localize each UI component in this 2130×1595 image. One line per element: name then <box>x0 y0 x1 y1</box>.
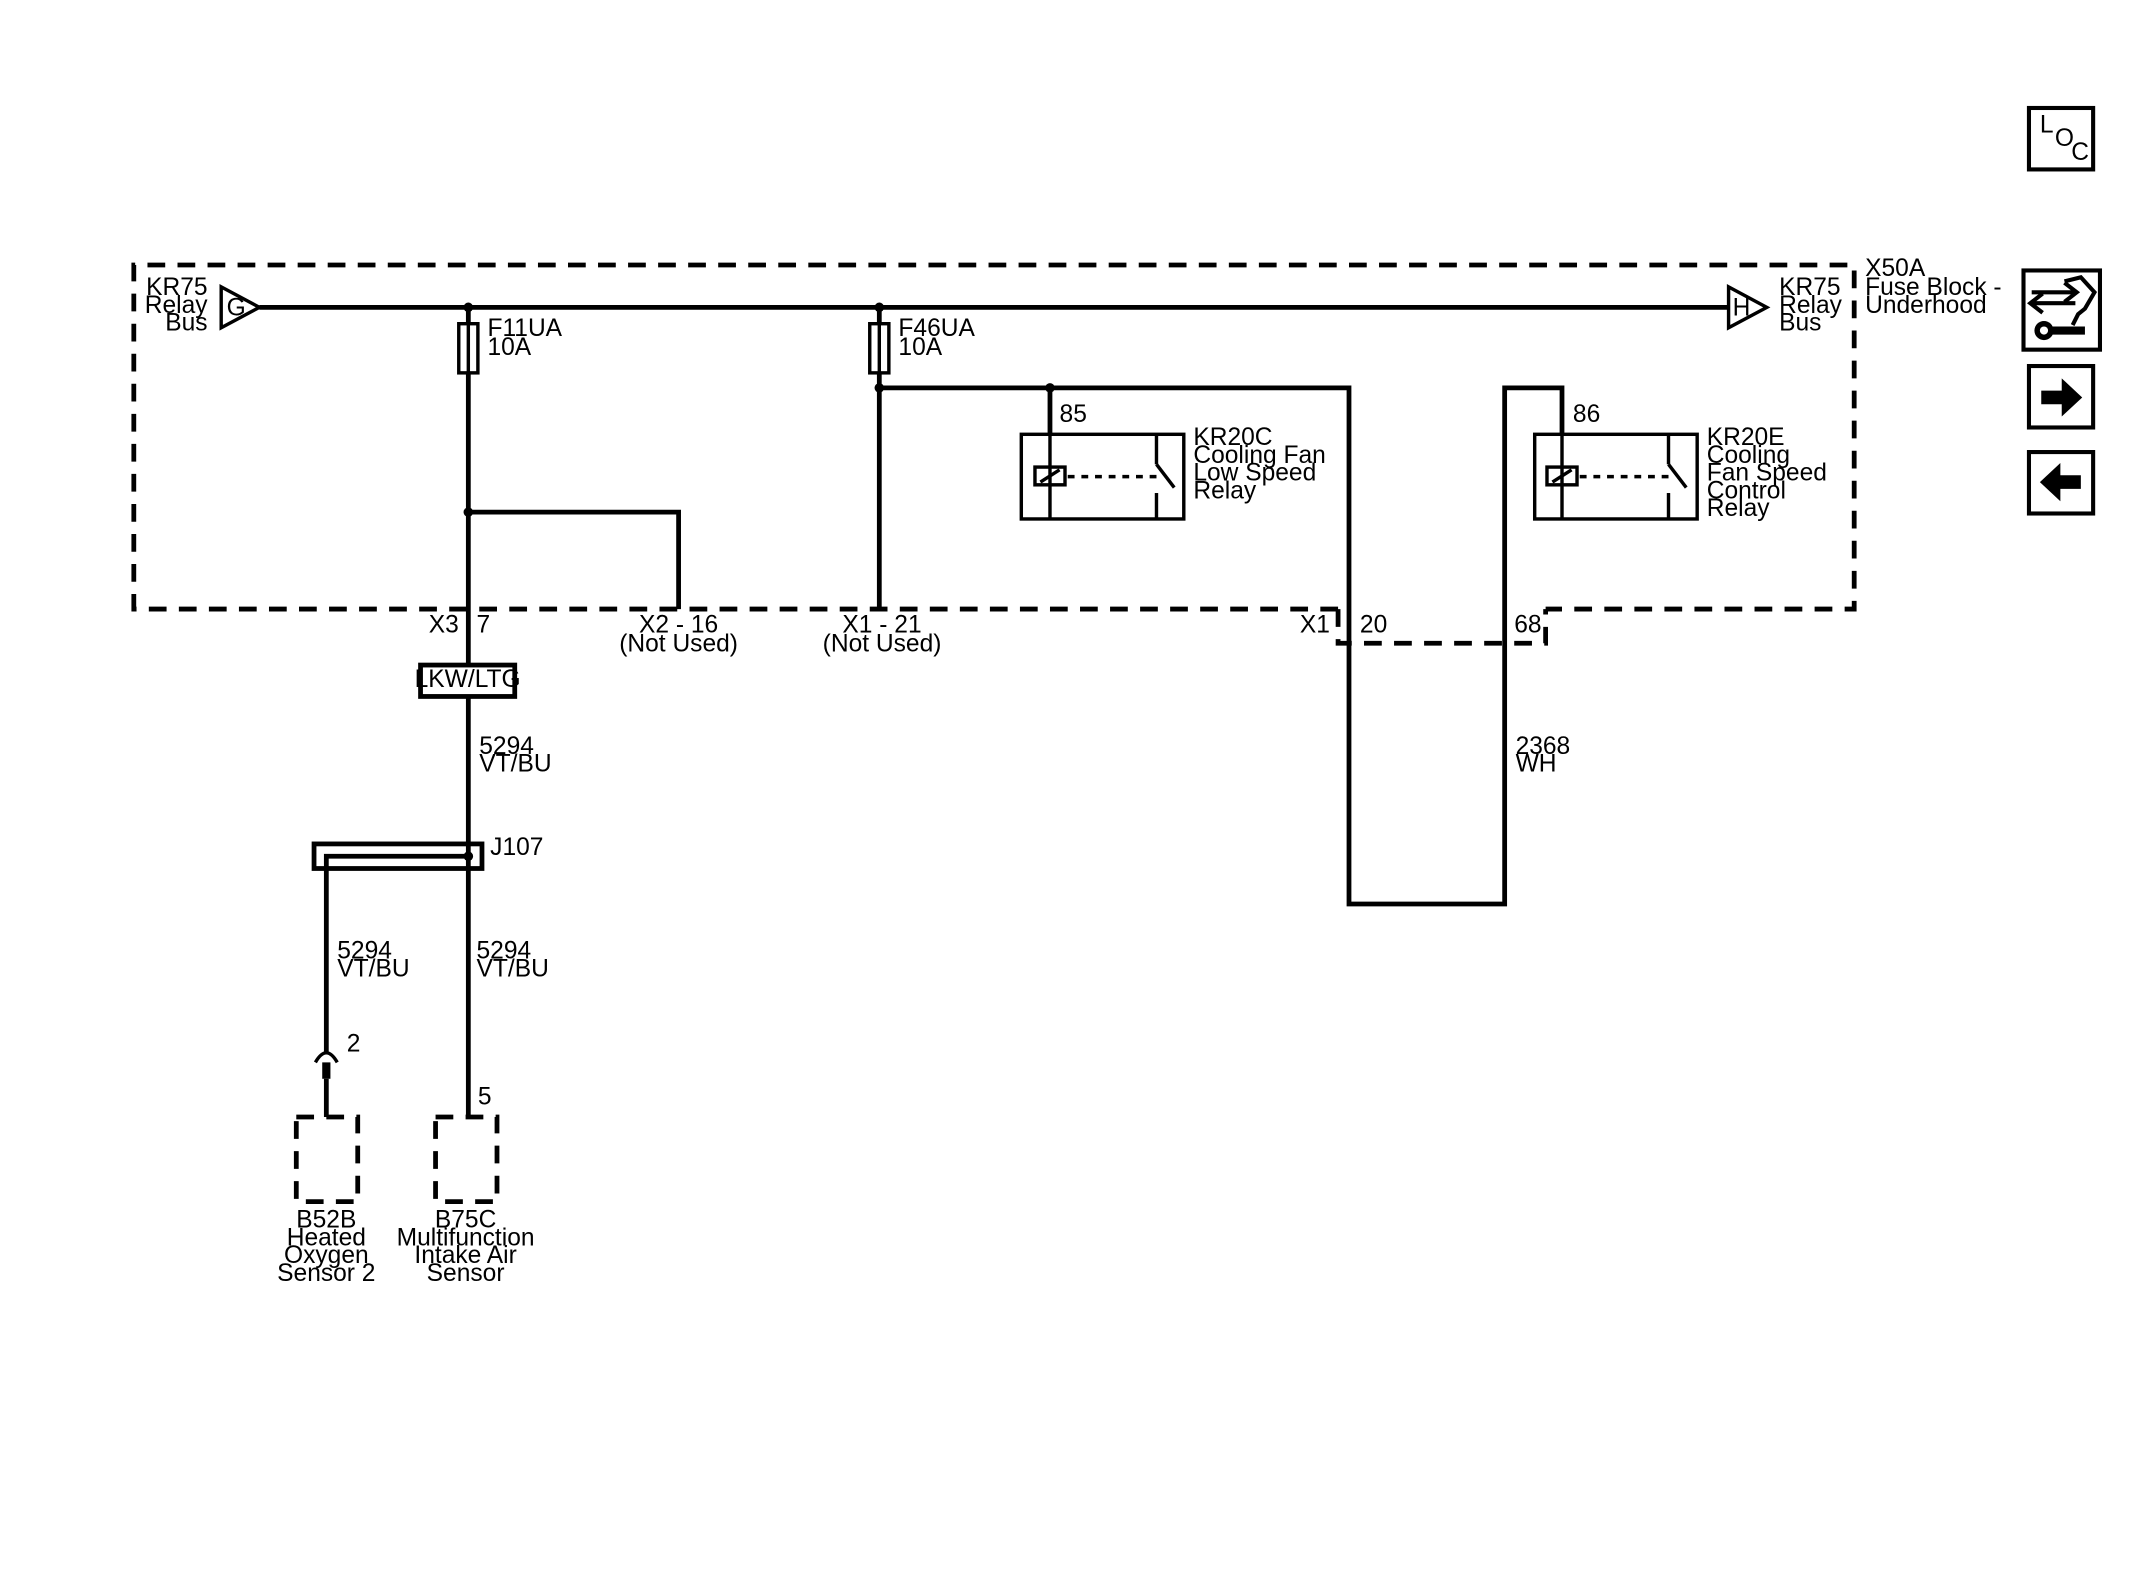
sensor-label: Sensor 2 <box>277 1260 375 1287</box>
relay-label: KR20E <box>1707 424 1785 451</box>
bus-left-label: KR75 <box>146 274 207 301</box>
component-connector-wrench-icon[interactable] <box>2021 268 2103 352</box>
splice-bar <box>323 853 469 1052</box>
arrow-right-icon[interactable] <box>2026 363 2096 430</box>
sensor-pin-label: 5 <box>478 1084 492 1111</box>
relay-kr20c <box>1019 432 1186 521</box>
fuse-block-desc: Underhood <box>1865 292 1987 319</box>
sensor-label: Heated <box>287 1224 366 1251</box>
not-used-note: (Not Used) <box>823 630 942 657</box>
sensor-label: Intake Air <box>414 1242 516 1269</box>
loc-letter: L <box>2040 112 2054 139</box>
location-button[interactable]: L O C <box>2026 105 2096 172</box>
connector-male-terminal <box>322 1062 331 1079</box>
bus-right-label: Relay <box>1779 292 1843 319</box>
bus-terminal-letter: G <box>227 295 246 322</box>
wire-to-x2-16 <box>468 509 681 610</box>
wire-circuit-label: 5294 <box>479 733 534 760</box>
wire-circuit-label: 2368 <box>1516 733 1571 760</box>
relay-label: Relay <box>1707 495 1771 522</box>
fuse-block-outline <box>131 262 1857 612</box>
relay-pin-label: 86 <box>1573 401 1600 428</box>
wire-color-label: WH <box>1516 751 1557 778</box>
splice-label: J107 <box>490 834 543 861</box>
wire-color-label: VT/BU <box>337 955 409 982</box>
wire-color-label: VT/BU <box>477 955 549 982</box>
connector-x1-outline <box>1335 609 1549 646</box>
relay-kr20e <box>1532 432 1699 521</box>
relay-label: KR20C <box>1193 424 1272 451</box>
fuse-block-id: X50A <box>1865 255 1926 282</box>
fuse-rating: 10A <box>487 334 531 361</box>
relay-bus-terminal-h <box>1726 283 1771 331</box>
inline-connector-label: LKW/LTG <box>415 666 521 693</box>
connector-x2-16-label: X2 - 16 <box>639 611 718 638</box>
arrow-left-icon[interactable] <box>2026 450 2096 516</box>
splice-j107 <box>311 841 485 871</box>
sensor-pin-label: 2 <box>347 1030 361 1057</box>
loc-letter: C <box>2071 139 2089 166</box>
relay-pin-label: 85 <box>1060 401 1087 428</box>
relay-label: Cooling Fan <box>1193 442 1325 469</box>
connector-female-terminal <box>313 1051 339 1064</box>
connector-x1-pin: 68 <box>1514 611 1541 638</box>
bus-left-label: Relay <box>145 292 209 319</box>
loc-letter: O <box>2055 125 2074 152</box>
sensor-label: Sensor <box>427 1260 505 1287</box>
connector-x3-pin: 7 <box>477 611 491 638</box>
sensor-label: B52B <box>296 1207 356 1234</box>
sensor-b52b <box>293 1114 361 1205</box>
sensor-label: Oxygen <box>284 1242 369 1269</box>
connector-x1-label: X1 <box>1300 611 1330 638</box>
relay-label: Fan Speed <box>1707 460 1827 487</box>
bus-terminal-letter: H <box>1733 295 1751 322</box>
wire-circuit-label: 5294 <box>337 938 392 965</box>
sensor-label: Multifunction <box>397 1224 535 1251</box>
sensor-label: B75C <box>435 1207 496 1234</box>
connector-x1-pin: 20 <box>1360 611 1387 638</box>
relay-label: Low Speed <box>1193 460 1316 487</box>
fuse-block-desc: Fuse Block - <box>1865 274 2002 301</box>
connector-x1-21-label: X1 - 21 <box>842 611 921 638</box>
bus-left-label: Bus <box>165 310 207 337</box>
relay-bus-terminal-g <box>219 283 264 331</box>
sensor-b75c <box>433 1114 500 1205</box>
wire-relay-feed <box>879 385 1565 907</box>
relay-label: Control <box>1707 477 1786 504</box>
connector-x3-label: X3 <box>429 611 459 638</box>
relay-label: Relay <box>1193 477 1257 504</box>
fuse-id: F11UA <box>487 315 562 342</box>
fuse-rating: 10A <box>898 334 942 361</box>
fuse-id: F46UA <box>898 315 975 342</box>
relay-label: Cooling <box>1707 442 1790 469</box>
bus-right-label: KR75 <box>1779 274 1840 301</box>
bus-right-label: Bus <box>1779 310 1821 337</box>
wire-color-label: VT/BU <box>479 751 551 778</box>
wire-circuit-label: 5294 <box>477 938 532 965</box>
not-used-note: (Not Used) <box>619 630 738 657</box>
